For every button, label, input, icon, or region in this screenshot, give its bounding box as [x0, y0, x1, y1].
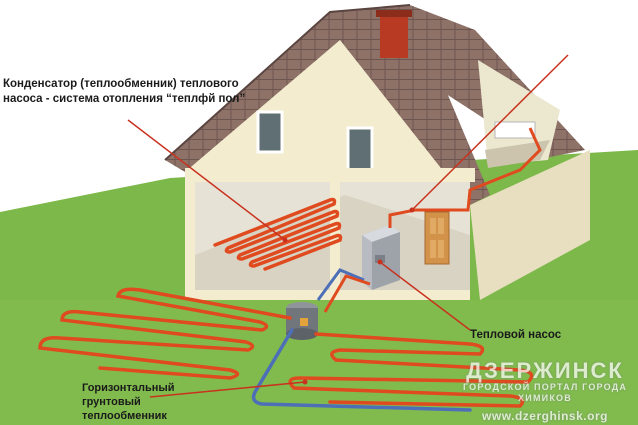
underfloor-heating-pipe: [213, 197, 343, 271]
upper-window-left: [256, 110, 284, 154]
ground-loop-right: [288, 332, 534, 408]
ground-label-line2: грунтовый: [82, 396, 141, 408]
site-watermark: ДЗЕРЖИНСК ГОРОДСКОЙ ПОРТАЛ ГОРОДА ХИМИКО…: [452, 358, 638, 424]
watermark-line1: ДЗЕРЖИНСК: [466, 358, 624, 383]
house-side-wall: [470, 150, 590, 300]
condenser-label-line2: насоса - система отопления “теплфй пол”: [3, 93, 246, 105]
roof-front-slope: [165, 5, 490, 205]
watermark-line3: www.dzerghinsk.org: [482, 409, 608, 423]
ground-label-line3: теплообменник: [82, 410, 167, 422]
bathtub: [494, 121, 536, 139]
ground-label-line1: Горизонтальный: [82, 382, 175, 394]
heat-pump-label: Тепловой насос: [470, 328, 561, 343]
pointer-riser: [411, 54, 569, 211]
roof-edge: [164, 4, 411, 161]
chimney: [380, 14, 408, 58]
heat-pump-label-text: Тепловой насос: [470, 329, 562, 341]
upper-window-right: [346, 126, 374, 172]
pointer-condenser: [127, 119, 286, 241]
bathroom-cutaway: [478, 60, 560, 165]
pointer-heat-pump: [379, 261, 471, 331]
watermark-line2: ГОРОДСКОЙ ПОРТАЛ ГОРОДА ХИМИКОВ: [462, 382, 628, 403]
bathroom-floor: [485, 140, 550, 168]
condenser-label-line1: Конденсатор (теплообменник) теплового: [3, 78, 239, 90]
heat-pump-riser-pipe: [388, 127, 542, 228]
condenser-label: Конденсатор (теплообменник) теплового на…: [3, 77, 245, 107]
cold-supply-pipe: [316, 268, 365, 301]
house-door: [424, 211, 450, 265]
ground-loop-left: [38, 287, 292, 380]
ceiling-slab: [185, 168, 475, 182]
ground-exchanger-label: Горизонтальный грунтовый теплообменник: [82, 381, 175, 423]
ground-loop-cold: [251, 328, 472, 412]
hot-return-pipe: [323, 274, 371, 313]
pointer-ground-loop: [149, 381, 306, 398]
